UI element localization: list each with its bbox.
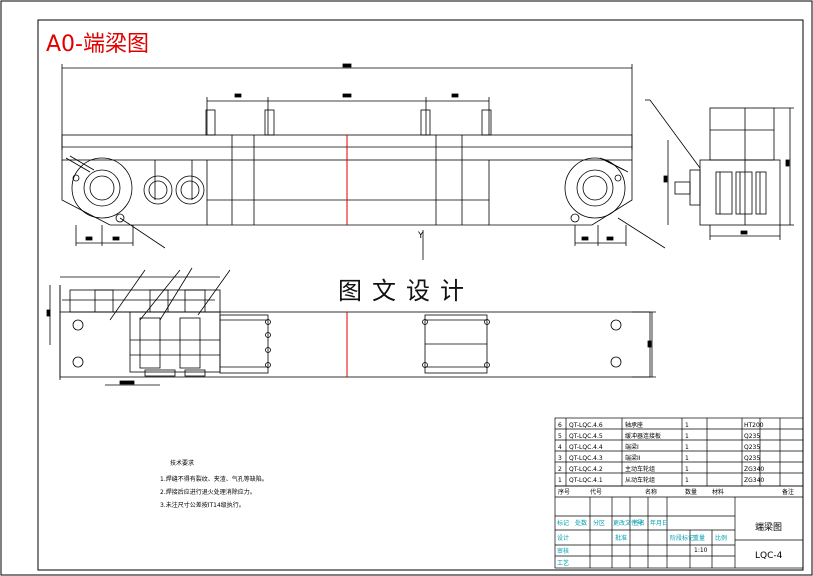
svg-text:批准: 批准 (615, 534, 627, 542)
svg-text:端梁I: 端梁I (625, 443, 639, 451)
technical-notes: 技术要求 1.焊缝不得有裂纹、夹渣、气孔等缺陷。 2.焊接后应进行退火处理消除应… (160, 459, 268, 509)
svg-text:缓冲器连接板: 缓冲器连接板 (625, 432, 661, 440)
front-view (61, 63, 666, 249)
svg-text:审核: 审核 (557, 547, 569, 555)
svg-text:更改文件号: 更改文件号 (613, 519, 643, 527)
inner-frame (37, 19, 804, 571)
svg-text:3: 3 (558, 455, 562, 462)
tech-notes-heading: 技术要求 (170, 459, 194, 467)
svg-text:HT200: HT200 (744, 422, 764, 429)
svg-text:ZG340: ZG340 (744, 466, 764, 473)
svg-text:端梁II: 端梁II (625, 454, 641, 462)
parts-list: 6 QT-LQC.4.6 轴承座 1 HT200 5 QT-LQC.4.5 缓冲… (558, 421, 794, 496)
svg-text:1: 1 (685, 466, 689, 473)
title-block (554, 417, 804, 569)
svg-text:QT-LQC.4.5: QT-LQC.4.5 (569, 433, 603, 440)
svg-text:QT-LQC.4.6: QT-LQC.4.6 (569, 422, 603, 429)
svg-text:标记: 标记 (557, 519, 569, 527)
watermark-text: 图文设计 (338, 277, 474, 305)
svg-text:从动车轮组: 从动车轮组 (625, 476, 655, 484)
svg-text:1: 1 (685, 477, 689, 484)
svg-text:年月日: 年月日 (650, 519, 668, 527)
side-view (645, 99, 794, 240)
svg-text:1: 1 (685, 422, 689, 429)
plan-view (46, 267, 656, 386)
svg-text:分区: 分区 (593, 519, 605, 527)
svg-text:6: 6 (558, 422, 562, 429)
tech-note-2: 2.焊接后应进行退火处理消除应力。 (160, 488, 256, 496)
svg-text:QT-LQC.4.3: QT-LQC.4.3 (569, 455, 603, 462)
svg-text:序号: 序号 (558, 488, 570, 496)
svg-text:1: 1 (685, 433, 689, 440)
svg-text:1:10: 1:10 (694, 547, 708, 554)
svg-text:备注: 备注 (782, 488, 794, 496)
tech-note-3: 3.未注尺寸公差按IT14级执行。 (160, 501, 245, 509)
svg-text:Y: Y (417, 231, 424, 241)
svg-text:Q235: Q235 (744, 455, 760, 462)
section-mark: Y (417, 230, 424, 260)
title-block-labels: 标记 处数 分区 更改文件号 签名 年月日 设计 审核 工艺 批准 阶段标记 重… (557, 519, 783, 567)
svg-text:比例: 比例 (715, 534, 727, 542)
svg-text:5: 5 (558, 433, 562, 440)
svg-text:数量: 数量 (685, 488, 697, 496)
svg-text:工艺: 工艺 (557, 559, 569, 567)
svg-text:4: 4 (558, 444, 562, 451)
svg-text:名称: 名称 (645, 488, 657, 496)
svg-text:阶段标记: 阶段标记 (670, 534, 694, 542)
svg-text:QT-LQC.4.1: QT-LQC.4.1 (569, 477, 603, 484)
svg-text:设计: 设计 (557, 534, 569, 542)
svg-text:轴承座: 轴承座 (625, 421, 643, 429)
tech-note-1: 1.焊缝不得有裂纹、夹渣、气孔等缺陷。 (160, 475, 268, 483)
svg-text:1: 1 (558, 477, 562, 484)
svg-text:1: 1 (685, 444, 689, 451)
svg-text:1: 1 (685, 455, 689, 462)
svg-text:2: 2 (558, 466, 562, 473)
svg-text:主动车轮组: 主动车轮组 (625, 465, 655, 473)
svg-text:QT-LQC.4.4: QT-LQC.4.4 (569, 444, 603, 451)
svg-text:Q235: Q235 (744, 433, 760, 440)
svg-text:重量: 重量 (693, 534, 705, 542)
svg-text:ZG340: ZG340 (744, 477, 764, 484)
drawing-code: LQC-4 (755, 551, 783, 561)
drawing-title: A0-端梁图 (46, 32, 149, 57)
svg-text:QT-LQC.4.2: QT-LQC.4.2 (569, 466, 603, 473)
svg-text:代号: 代号 (590, 488, 602, 496)
drawing-name: 端梁图 (755, 521, 782, 533)
svg-text:签名: 签名 (633, 519, 645, 527)
svg-text:处数: 处数 (575, 519, 587, 527)
svg-text:Q235: Q235 (744, 444, 760, 451)
svg-text:材料: 材料 (712, 488, 724, 496)
